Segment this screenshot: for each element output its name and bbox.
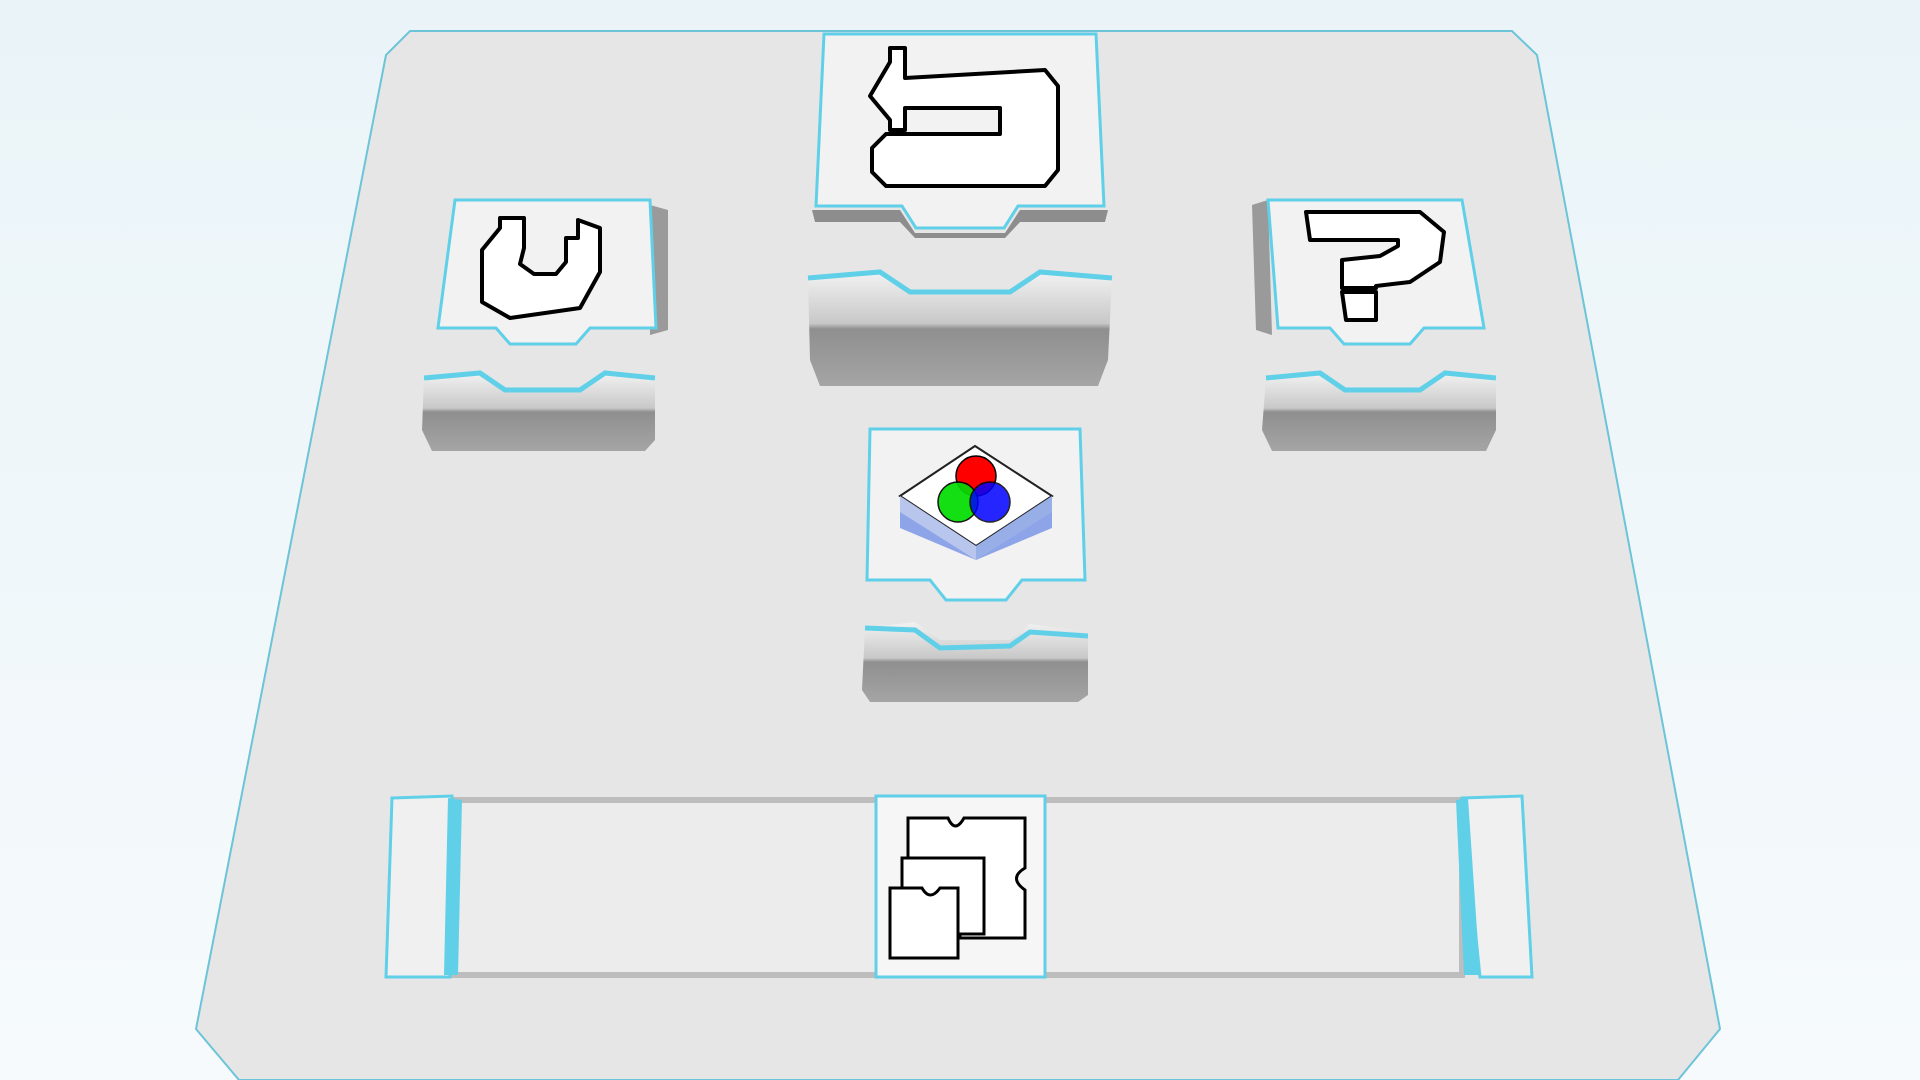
back-button-slot	[807, 269, 1113, 386]
back-arrow-icon	[868, 46, 1060, 188]
puzzles-button[interactable]	[874, 794, 1047, 979]
colors-button[interactable]	[865, 427, 1087, 602]
back-button[interactable]	[812, 32, 1108, 238]
help-question-icon	[1304, 210, 1446, 322]
restart-icon	[480, 216, 602, 320]
help-button-slot	[1262, 370, 1497, 451]
restart-button[interactable]	[436, 198, 668, 346]
color-rgb-circles-icon	[898, 444, 1054, 560]
help-button[interactable]	[1252, 198, 1486, 346]
restart-button-slot	[422, 370, 656, 451]
colors-button-slot	[862, 622, 1089, 702]
puzzle-pieces-icon	[888, 816, 1027, 960]
